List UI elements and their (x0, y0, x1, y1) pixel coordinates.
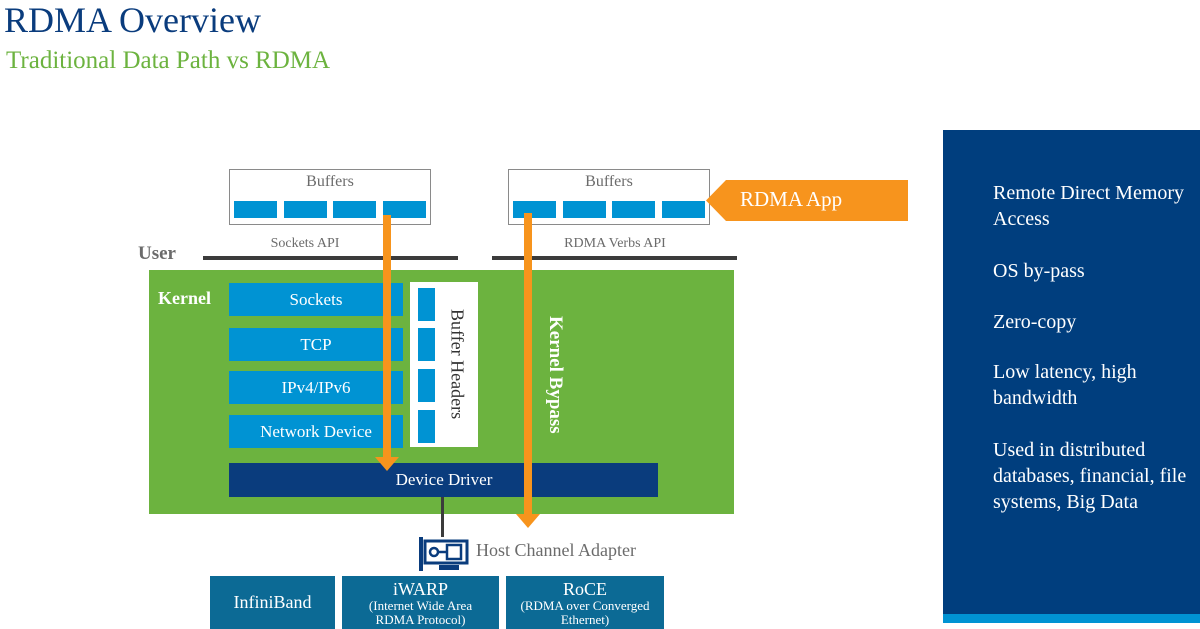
kernel-layer-ip: IPv4/IPv6 (229, 371, 403, 404)
user-space-label: User (138, 243, 176, 264)
buffer-cell (333, 201, 377, 218)
kernel-label: Kernel (158, 288, 211, 308)
buffer-header-cell (418, 328, 435, 361)
kernel-bypass-label: Kernel Bypass (545, 316, 566, 434)
sockets-api-label: Sockets API (270, 236, 340, 251)
protocol-name: iWARP (392, 579, 448, 599)
buffer-headers-box: Buffer Headers (410, 282, 478, 447)
rdma-verbs-api-label: RDMA Verbs API (564, 236, 666, 251)
device-driver-bar: Device Driver (229, 463, 658, 497)
buffer-header-cell (418, 410, 435, 443)
kernel-layer-network-device: Network Device (229, 415, 403, 448)
bypass-arrow-head-icon (516, 514, 540, 528)
feature-item: Remote Direct Memory Access (993, 182, 1185, 230)
feature-item: Zero-copy (993, 311, 1077, 333)
feature-item: OS by-pass (993, 260, 1085, 282)
buffer-header-cell (418, 288, 435, 321)
page-title: RDMA Overview (4, 0, 261, 40)
traditional-buffer-cells (234, 201, 426, 218)
sockets-api-line (203, 256, 458, 260)
protocol-detail: (RDMA over Converged Ethernet) (520, 598, 650, 627)
kernel-layer-tcp: TCP (229, 328, 403, 361)
sidebar-accent-bar (943, 614, 1200, 623)
feature-item: Used in distributed databases, financial… (993, 439, 1187, 513)
hca-label: Host Channel Adapter (476, 540, 636, 560)
buffer-cell (234, 201, 277, 218)
protocol-infiniband: InfiniBand (210, 576, 335, 629)
buffer-cell (382, 201, 426, 218)
protocol-iwarp: iWARP (Internet Wide Area RDMA Protocol) (342, 576, 499, 629)
rdma-app-callout (706, 180, 908, 221)
features-sidebar (943, 130, 1200, 614)
buffer-header-cell (418, 369, 435, 402)
rdma-verbs-api-line (492, 256, 737, 260)
buffer-cell (612, 201, 656, 218)
buffer-cell (661, 201, 705, 218)
rdma-buffers-label: Buffers (585, 173, 633, 190)
device-driver-label: Device Driver (395, 470, 493, 489)
kernel-bypass-arrow (524, 213, 532, 517)
buffer-cell (513, 201, 556, 218)
protocol-name: RoCE (562, 579, 607, 599)
traditional-path-arrow (383, 215, 391, 459)
buffer-cell (562, 201, 606, 218)
rdma-buffers-box: Buffers (508, 169, 710, 225)
traditional-arrow-head-icon (375, 457, 399, 471)
protocol-detail: (Internet Wide Area RDMA Protocol) (368, 598, 473, 627)
buffer-cell (283, 201, 327, 218)
protocol-name: InfiniBand (233, 592, 312, 612)
rdma-buffer-cells (513, 201, 705, 218)
page-subtitle: Traditional Data Path vs RDMA (6, 47, 331, 74)
kernel-layer-sockets: Sockets (229, 283, 403, 316)
traditional-buffers-box: Buffers (229, 169, 431, 225)
rdma-app-label: RDMA App (740, 187, 843, 211)
driver-to-hca-connector (441, 497, 444, 537)
buffer-headers-label: Buffer Headers (447, 309, 468, 420)
feature-item: Low latency, high bandwidth (993, 361, 1137, 409)
protocol-roce: RoCE (RDMA over Converged Ethernet) (506, 576, 664, 629)
network-card-icon (419, 537, 469, 571)
traditional-buffers-label: Buffers (306, 173, 354, 190)
